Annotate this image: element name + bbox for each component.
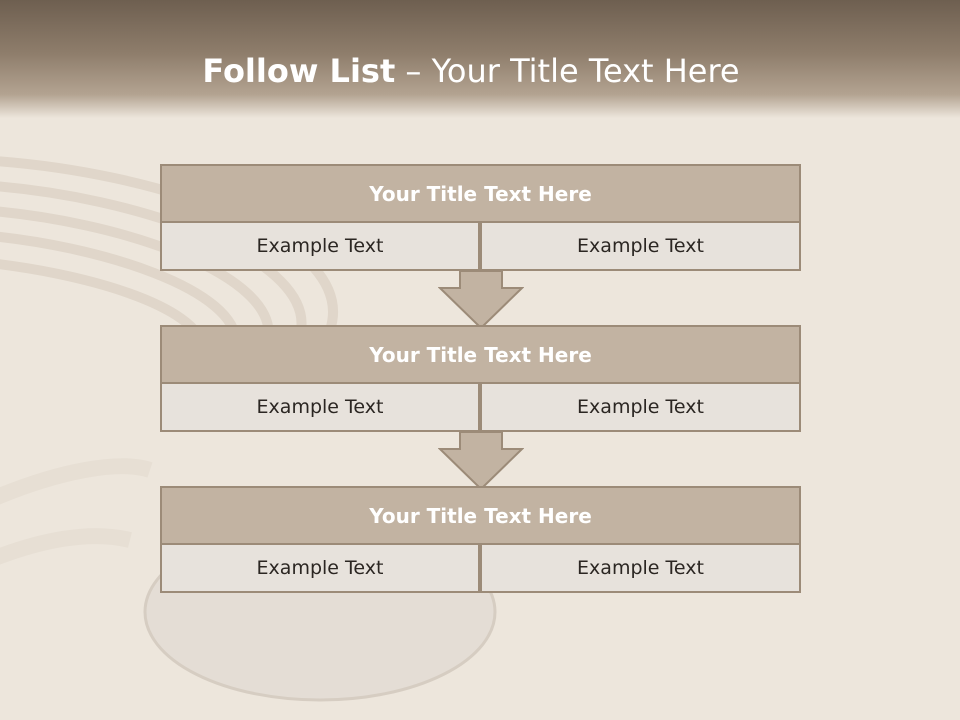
title-rest: Your Title Text Here [431, 52, 740, 90]
down-arrow-icon [438, 431, 524, 491]
step-title: Your Title Text Here [160, 325, 801, 384]
title-separator: – [395, 52, 432, 90]
slide-title: Follow List – Your Title Text Here [0, 52, 942, 90]
step-title: Your Title Text Here [160, 164, 801, 223]
header-band [0, 0, 960, 118]
step-cell-left: Example Text [160, 221, 480, 271]
step-cell-right: Example Text [480, 543, 801, 593]
step-cell-left: Example Text [160, 382, 480, 432]
title-bold: Follow List [202, 52, 396, 90]
step-cell-right: Example Text [480, 221, 801, 271]
step-title: Your Title Text Here [160, 486, 801, 545]
step-cell-right: Example Text [480, 382, 801, 432]
down-arrow-icon [438, 270, 524, 330]
step-cell-left: Example Text [160, 543, 480, 593]
